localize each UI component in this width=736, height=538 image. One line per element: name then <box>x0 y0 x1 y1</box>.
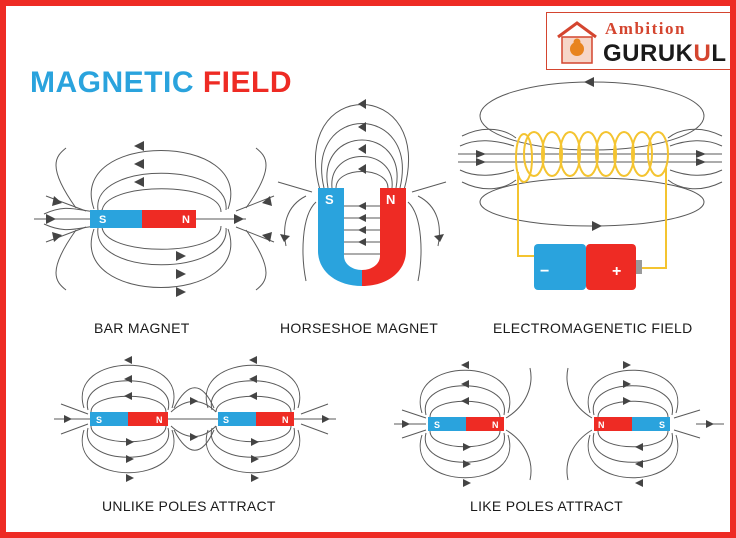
battery-plus-label: + <box>612 263 621 280</box>
like-magnet1-north <box>466 417 504 431</box>
unlike-poles-diagram: S N S N <box>54 356 336 482</box>
like-magnet2-north-label: N <box>598 420 605 430</box>
caption-unlike-poles: UNLIKE POLES ATTRACT <box>102 498 276 514</box>
bar-magnet-north-pole <box>142 210 196 228</box>
bar-magnet-south-label: S <box>99 214 106 226</box>
like-poles-diagram: S N N S <box>394 361 724 487</box>
diagram-canvas: S N <box>34 77 724 487</box>
bar-magnet-arrows <box>46 141 272 297</box>
horseshoe-north-arm <box>362 188 406 286</box>
caption-bar-magnet: BAR MAGNET <box>94 320 190 336</box>
battery-minus-label: − <box>540 263 549 280</box>
electromagnetic-arrows <box>476 77 706 231</box>
bar-magnet-south-pole <box>90 210 142 228</box>
unlike-magnet2-south-label: S <box>223 415 229 425</box>
title-word-magnetic: MAGNETIC <box>30 66 194 99</box>
like-magnet1-south-label: S <box>434 420 440 430</box>
like-magnet1-north-label: N <box>492 420 499 430</box>
unlike-magnet1-south-label: S <box>96 415 102 425</box>
like-poles-arrows <box>402 361 714 487</box>
gurukul-emblem-icon <box>557 21 597 64</box>
unlike-magnet1-south <box>90 412 128 426</box>
logo-line2-accent: U <box>693 40 712 67</box>
bar-magnet-north-label: N <box>182 214 190 226</box>
battery-positive-side <box>586 244 636 290</box>
caption-electromagnetic-field: ELECTROMAGENETIC FIELD <box>493 320 693 336</box>
title-word-field: FIELD <box>202 66 293 99</box>
bar-magnet-field-lines <box>34 147 275 291</box>
horseshoe-south-arm <box>318 188 362 286</box>
unlike-magnet2-north-label: N <box>282 415 289 425</box>
electromagnetic-diagram: − + <box>458 77 723 290</box>
horseshoe-field-lines <box>277 104 447 282</box>
horseshoe-south-label: S <box>325 192 334 207</box>
page-title: MAGNETIC FIELD <box>30 66 292 100</box>
battery-negative-side <box>534 244 586 290</box>
unlike-magnet2-north <box>256 412 294 426</box>
caption-horseshoe-magnet: HORSESHOE MAGNET <box>280 320 439 336</box>
unlike-magnet2-south <box>218 412 256 426</box>
like-magnet2-north <box>594 417 632 431</box>
electromagnetic-field-lines <box>458 81 723 227</box>
electromagnetic-coil <box>515 131 669 269</box>
horseshoe-diagram: S N <box>277 99 447 286</box>
like-magnet2-south <box>632 417 670 431</box>
logo-line1: Ambition <box>605 19 686 38</box>
logo-line2-prefix: GURUK <box>603 40 694 67</box>
unlike-poles-arrows <box>64 356 330 482</box>
unlike-magnet1-north-label: N <box>156 415 163 425</box>
like-magnet1-south <box>428 417 466 431</box>
horseshoe-arrows <box>280 99 444 246</box>
logo-line2-suffix: L <box>711 40 727 67</box>
battery-terminal <box>636 260 642 274</box>
logo-line2: GURUKUL <box>603 40 727 68</box>
like-poles-field-lines <box>394 367 724 481</box>
unlike-magnet1-north <box>128 412 168 426</box>
horseshoe-north-label: N <box>386 192 395 207</box>
bar-magnet-diagram: S N <box>34 141 275 297</box>
caption-like-poles: LIKE POLES ATTRACT <box>470 498 623 514</box>
brand-logo: Ambition GURUKUL <box>546 12 730 70</box>
like-magnet2-south-label: S <box>659 420 665 430</box>
